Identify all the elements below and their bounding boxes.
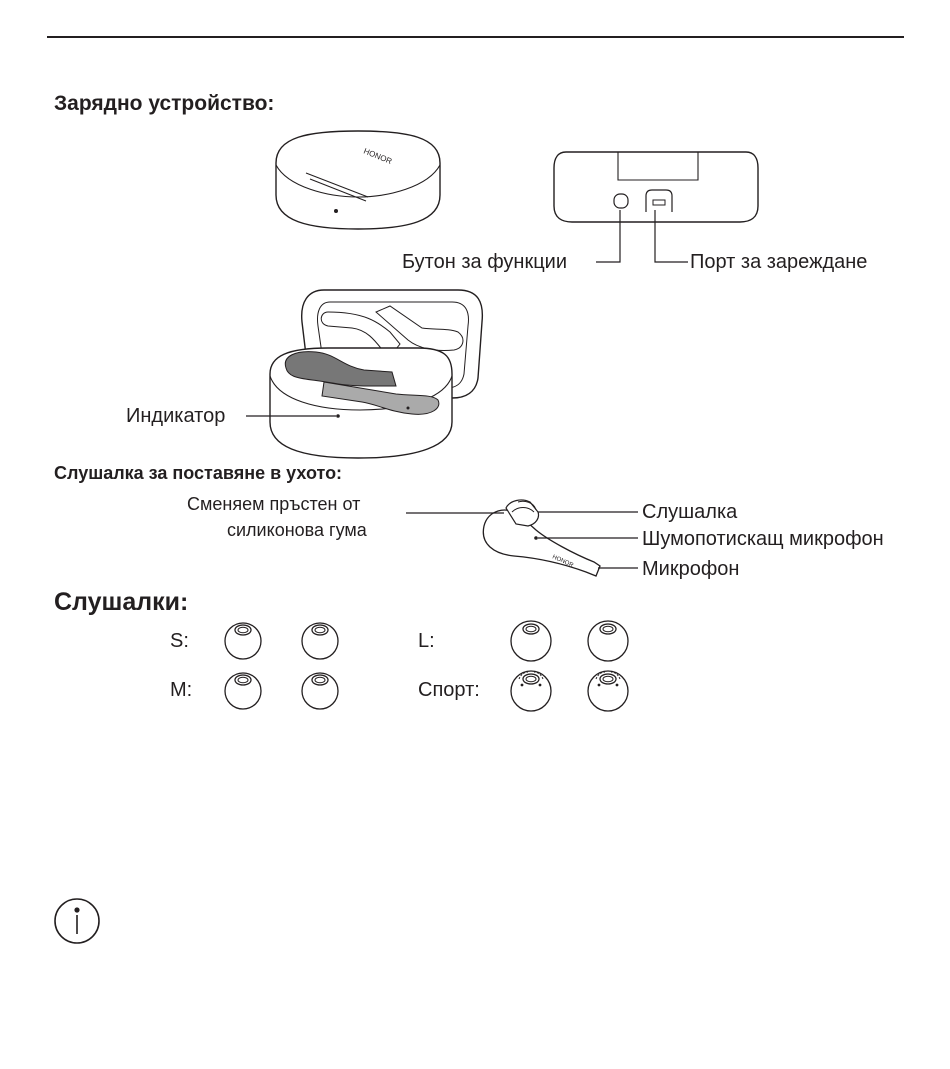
eartip-l-icon	[585, 618, 631, 664]
microphone-label: Микрофон	[642, 559, 739, 579]
size-m-label: M:	[170, 680, 192, 700]
indicator-label: Индикатор	[126, 406, 225, 426]
noise-cancelling-mic-label: Шумопотискащ микрофон	[642, 529, 884, 549]
eartip-l-icon	[508, 618, 554, 664]
eartip-m-icon	[299, 670, 341, 712]
eartip-sport-icon	[508, 668, 554, 714]
earbud-leader-lines	[400, 500, 650, 580]
eartips-heading: Слушалки:	[54, 588, 188, 617]
indicator-leader-line	[244, 410, 344, 422]
earpiece-label: Слушалка	[642, 502, 737, 522]
eartip-sport-icon	[585, 668, 631, 714]
closed-case-illustration: HONOR	[268, 125, 448, 235]
eartip-s-icon	[222, 620, 264, 662]
size-sport-label: Спорт:	[418, 680, 480, 700]
silicone-ring-label-line2: силиконова гума	[227, 521, 367, 539]
silicone-ring-label-line1: Сменяем пръстен от	[187, 495, 360, 513]
info-icon	[52, 896, 102, 946]
back-leader-lines	[590, 200, 690, 270]
open-case-illustration	[268, 282, 488, 464]
top-rule	[47, 36, 904, 38]
function-button-label: Бутон за функции	[402, 252, 567, 272]
charging-port-label: Порт за зареждане	[690, 252, 867, 272]
earbud-heading: Слушалка за поставяне в ухото:	[54, 463, 342, 484]
size-s-label: S:	[170, 631, 189, 651]
charger-heading: Зарядно устройство:	[54, 92, 274, 116]
size-l-label: L:	[418, 631, 435, 651]
eartip-s-icon	[299, 620, 341, 662]
eartip-m-icon	[222, 670, 264, 712]
